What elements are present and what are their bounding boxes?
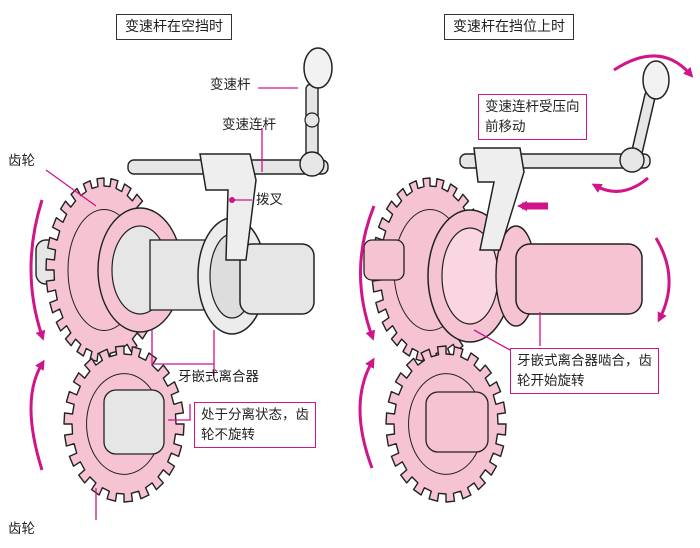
leader-lines-left — [45, 87, 298, 520]
label-shift-rod: 变速连杆 — [222, 117, 276, 133]
right-note-bottom: 牙嵌式离合器啮合，齿 轮开始旋转 — [510, 348, 659, 394]
rotation-arrow-bottom-right — [358, 357, 375, 469]
left-panel-title: 变速杆在空挡时 — [116, 14, 232, 40]
left-note-line-2: 轮不旋转 — [201, 427, 255, 443]
right-panel-title: 变速杆在挡位上时 — [444, 14, 574, 40]
label-dog-clutch: 牙嵌式离合器 — [178, 369, 259, 385]
lever-arrow-bottom — [591, 176, 649, 193]
label-gear-top: 齿轮 — [8, 153, 35, 169]
shift-lever — [299, 47, 333, 177]
label-gear-bottom: 齿轮 — [8, 521, 35, 537]
lever-knob-right — [642, 60, 670, 100]
right-note-top: 变速连杆受压向 前移动 — [478, 94, 587, 140]
right-note-bottom-line-2: 轮开始旋转 — [517, 373, 585, 389]
left-assembly — [29, 47, 333, 520]
right-note-top-line-2: 前移动 — [485, 119, 526, 135]
shift-fork-right — [473, 147, 525, 251]
output-shaft-right — [495, 225, 643, 327]
label-shift-lever: 变速杆 — [210, 77, 251, 93]
left-note-line-1: 处于分离状态，齿 — [201, 407, 309, 423]
lever-knob — [303, 47, 333, 89]
leader-lines-right — [473, 312, 541, 351]
lever-arrow-top — [613, 54, 694, 78]
rotation-arrow-top-right — [359, 205, 376, 341]
output-shaft-left — [239, 243, 315, 315]
right-assembly — [358, 54, 694, 503]
right-note-bottom-line-1: 牙嵌式离合器啮合，齿 — [517, 353, 652, 369]
left-note: 处于分离状态，齿 轮不旋转 — [194, 402, 316, 448]
shift-fork-left — [199, 153, 257, 261]
right-note-top-line-1: 变速连杆受压向 — [485, 99, 580, 115]
label-fork: 拨叉 — [256, 192, 283, 208]
rotation-arrow-shaft-right — [654, 237, 671, 323]
shift-lever-right — [619, 60, 670, 173]
rotation-arrow-bottom-left — [29, 359, 45, 471]
rotation-arrow-top-left — [29, 199, 46, 341]
